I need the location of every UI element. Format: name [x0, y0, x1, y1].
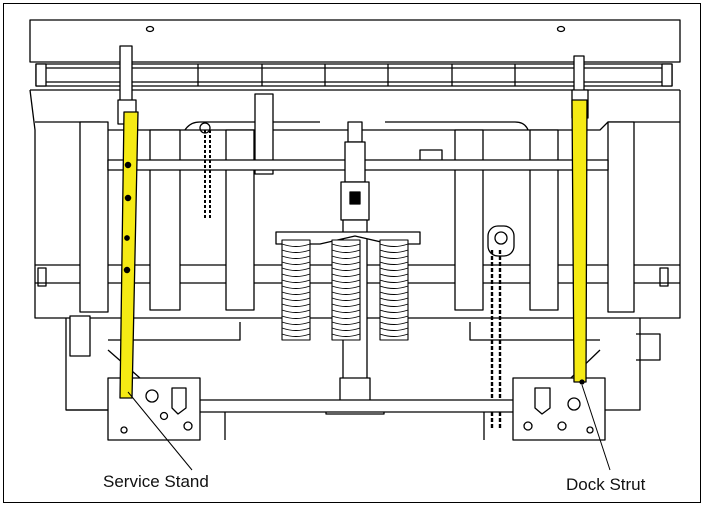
dock-strut-label: Dock Strut — [566, 475, 646, 494]
springs — [281, 239, 409, 341]
hinge-rod — [35, 63, 673, 87]
right-mount-plate — [512, 377, 606, 441]
service-stand — [117, 45, 139, 399]
base-frame — [65, 315, 661, 440]
service-stand-leader — [127, 391, 193, 471]
dock-strut — [571, 55, 589, 385]
diagram-frame — [3, 3, 701, 503]
left-chain — [199, 122, 211, 220]
deck-plate — [29, 19, 681, 63]
service-stand-label: Service Stand — [103, 472, 209, 491]
dock-strut-leader — [581, 384, 611, 471]
spring-coils — [281, 243, 409, 337]
